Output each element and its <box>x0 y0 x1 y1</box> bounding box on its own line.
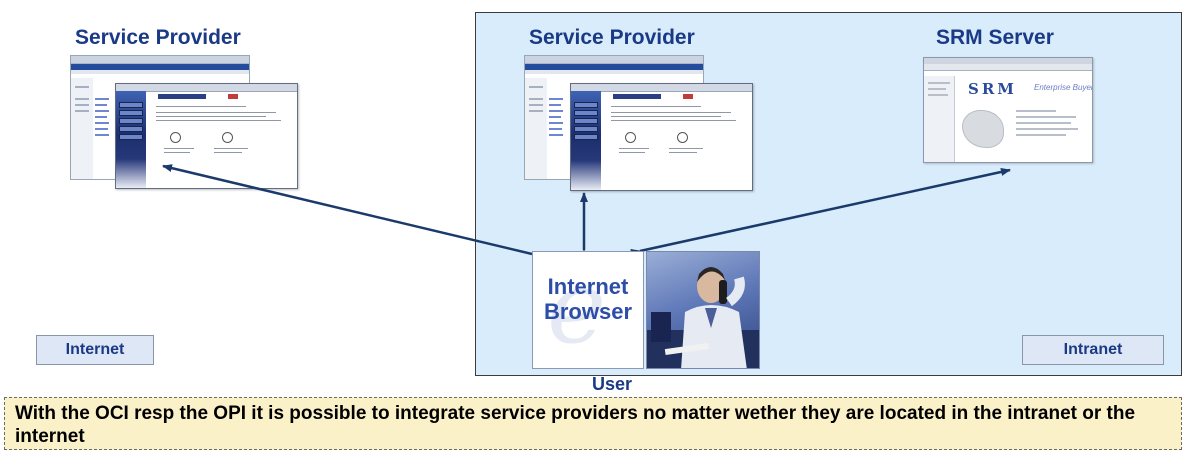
internet-service-provider-title: Service Provider <box>75 26 241 49</box>
srm-server-screenshot: SRM Enterprise Buyer <box>923 57 1093 163</box>
intranet-service-provider-title: Service Provider <box>529 26 695 49</box>
arrow-browser-srm-server <box>630 168 1011 257</box>
arrow-browser-internet-provider <box>162 164 542 260</box>
user-label: User <box>592 374 633 394</box>
user-photo <box>646 251 760 369</box>
browser-label: Internet Browser <box>543 274 633 324</box>
user-on-phone-icon <box>647 267 759 368</box>
intranet-zone-label: Intranet <box>1022 335 1164 365</box>
srm-logo-text: SRM <box>968 80 1017 98</box>
note-box: With the OCI resp the OPI it is possible… <box>4 397 1182 450</box>
srm-server-title: SRM Server <box>936 26 1054 49</box>
browser-e-icon: e <box>547 251 607 366</box>
internet-browser: e Internet Browser <box>532 251 644 369</box>
srm-logo-subtitle: Enterprise Buyer <box>1034 83 1093 92</box>
internet-zone-label: Internet <box>36 335 154 365</box>
